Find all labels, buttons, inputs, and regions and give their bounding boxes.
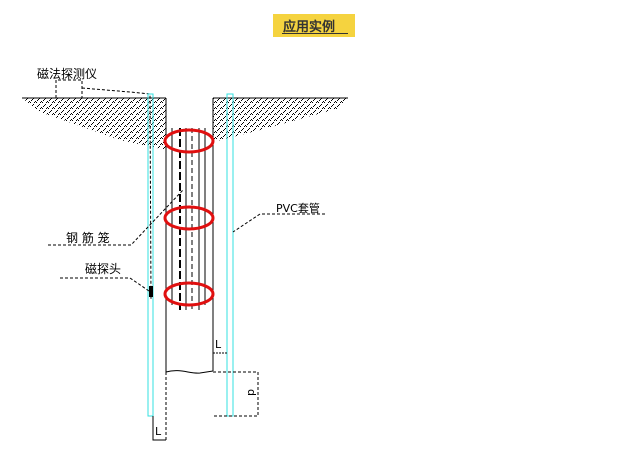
dim-l-top-label: L xyxy=(215,338,222,351)
dim-d-label: d xyxy=(244,389,258,396)
instrument-label: 磁法探测仪 xyxy=(37,67,98,81)
probe xyxy=(149,286,153,297)
probe-leader xyxy=(60,277,150,292)
pvc-leader xyxy=(232,213,325,233)
instrument-cable xyxy=(81,87,152,301)
steel-cage xyxy=(171,128,206,310)
pvc-pipe-right xyxy=(226,93,234,417)
ring-1 xyxy=(163,128,215,154)
title-badge: 应用实例 xyxy=(273,14,355,37)
probe-label: 磁探头 xyxy=(85,262,122,276)
dim-d xyxy=(213,371,259,417)
soil-left xyxy=(22,98,166,150)
soil-right xyxy=(213,98,348,142)
ring-3 xyxy=(163,281,215,307)
pvc-label: PVC套管 xyxy=(276,202,320,215)
pile-break xyxy=(165,370,214,374)
cage-label: 钢 筋 笼 xyxy=(66,231,110,245)
pvc-pipe-left xyxy=(147,93,154,417)
dim-l-bottom xyxy=(152,416,166,441)
title: 应用实例 xyxy=(283,20,336,35)
cage-leader xyxy=(48,189,184,246)
title-underline xyxy=(282,33,348,34)
instrument-box xyxy=(55,79,83,98)
ring-2 xyxy=(163,205,215,231)
dim-l-bottom-label: L xyxy=(155,425,162,438)
